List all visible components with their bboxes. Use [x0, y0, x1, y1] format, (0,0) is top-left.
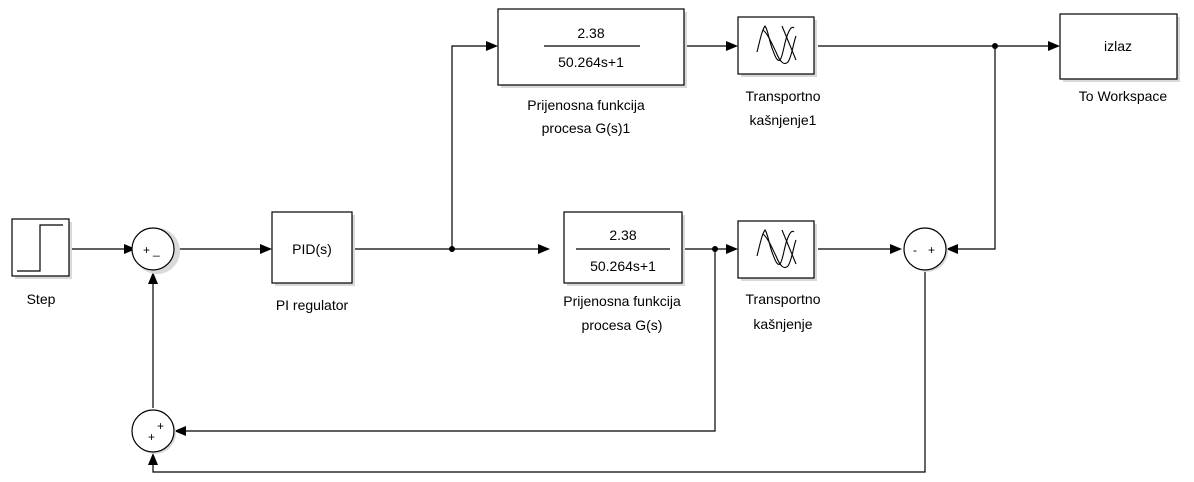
arrow-pi-input	[260, 244, 272, 254]
tf-bottom-block[interactable]	[563, 211, 685, 286]
pi-regulator-content: PID(s)	[292, 241, 332, 257]
sum1-sign-a: +	[143, 243, 150, 257]
tf-top-block[interactable]	[497, 8, 687, 88]
workspace-content: izlaz	[1104, 38, 1132, 54]
pi-regulator-block[interactable]	[271, 211, 355, 286]
workspace-label: To Workspace	[1079, 88, 1168, 104]
tf-bottom-numerator: 2.38	[609, 227, 636, 243]
delay-bottom-label-line2: kašnjenje	[753, 316, 812, 332]
sum3-sign-a: +	[148, 430, 155, 444]
wire-branch-to-sum2	[956, 46, 996, 250]
pi-regulator-label: PI regulator	[276, 297, 349, 313]
workspace-block[interactable]	[1059, 13, 1180, 82]
arrow-sum1-bottom-input	[148, 272, 158, 284]
step-icon	[17, 224, 63, 272]
tf-bottom-denominator: 50.264s+1	[590, 258, 656, 274]
arrow-sum3-bottom-input	[148, 453, 158, 465]
arrow-sum1-input	[124, 244, 136, 254]
delay-bottom-block[interactable]	[737, 220, 817, 281]
tf-bottom-label-line1: Prijenosna funkcija	[563, 293, 681, 309]
transport-delay-icon	[756, 229, 797, 269]
step-block[interactable]	[11, 218, 72, 279]
tf-top-label-line2: procesa G(s)1	[542, 120, 631, 136]
arrow-sum2-right-input	[946, 244, 958, 254]
tf-top-numerator: 2.38	[577, 25, 604, 41]
signal-wires	[72, 41, 1060, 473]
tf-top-denominator: 50.264s+1	[558, 54, 624, 70]
tf-bottom-label-line2: procesa G(s)	[582, 317, 663, 333]
wire-sum2-to-sum3	[152, 272, 926, 473]
arrow-sum2-left-input	[890, 244, 902, 254]
wire-branch-to-sum3-right	[184, 249, 716, 432]
delay-bottom-label-line1: Transportno	[746, 291, 821, 307]
delay-top-label-line1: Transportno	[746, 88, 821, 104]
wire-branch-to-tf-top	[451, 45, 488, 249]
arrow-workspace-input	[1048, 41, 1060, 51]
sum1-block[interactable]	[131, 227, 180, 274]
arrow-tf-bottom-input	[538, 244, 550, 254]
sum2-block[interactable]	[903, 227, 948, 272]
sum2-sign-b: +	[928, 243, 935, 257]
sum2-sign-a: -	[913, 243, 917, 257]
tf-top-label-line1: Prijenosna funkcija	[527, 97, 645, 113]
sum1-sign-b: _	[152, 243, 160, 257]
sum3-sign-b: +	[157, 419, 164, 433]
delay-top-block[interactable]	[737, 16, 817, 77]
step-label: Step	[27, 291, 56, 307]
arrow-tf-top-input	[486, 41, 498, 51]
arrow-delay-top-input	[726, 41, 738, 51]
arrow-delay-bottom-input	[726, 244, 738, 254]
sum3-block[interactable]	[131, 409, 176, 454]
transport-delay-icon	[756, 25, 797, 65]
arrow-sum3-right-input	[174, 426, 186, 436]
delay-top-label-line2: kašnjenje1	[750, 112, 817, 128]
